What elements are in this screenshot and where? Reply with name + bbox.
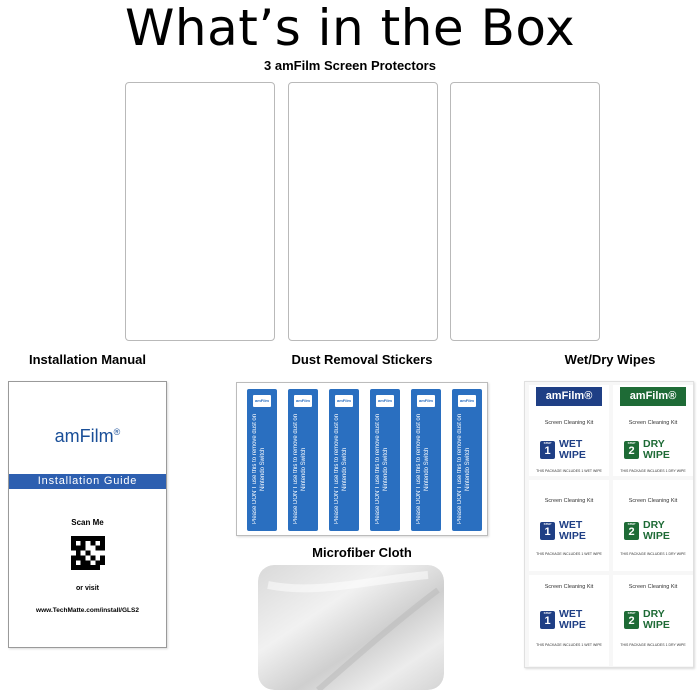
sticker-tab: amFilm bbox=[376, 395, 394, 407]
manual-or-visit: or visit bbox=[76, 585, 99, 592]
wipe-footer: THIS PACKAGE INCLUDES 1 WET WIPE bbox=[536, 469, 602, 473]
wipe-footer: THIS PACKAGE INCLUDES 1 DRY WIPE bbox=[620, 552, 686, 556]
wipe-word-1: WET bbox=[559, 608, 583, 620]
sticker-text: Please DON'T use this to remove dust on … bbox=[375, 413, 389, 525]
caption-dust-removal-stickers: Dust Removal Stickers bbox=[291, 352, 433, 367]
wipe-step-number: 2 bbox=[628, 615, 635, 627]
installation-manual: amFilm® Installation Guide Scan Me or vi… bbox=[8, 381, 167, 648]
wipe-footer: THIS PACKAGE INCLUDES 1 DRY WIPE bbox=[620, 469, 686, 473]
wipe-step-number: 1 bbox=[544, 445, 551, 457]
sticker-tab: amFilm bbox=[294, 395, 312, 407]
wipe-word-1: WET bbox=[559, 438, 583, 450]
wipe-step-label: STEP bbox=[627, 522, 636, 526]
wipe-word-2: WIPE bbox=[643, 449, 670, 461]
wipe-step-label: STEP bbox=[627, 611, 636, 615]
registered-mark: ® bbox=[113, 427, 121, 437]
wipe-kit-label: Screen Cleaning Kit bbox=[628, 498, 678, 504]
wipe-word-2: WIPE bbox=[559, 619, 586, 631]
sticker-tab: amFilm bbox=[458, 395, 476, 407]
sticker-text: Please DON'T use this to remove dust on … bbox=[252, 413, 266, 525]
wipe-step-number: 2 bbox=[628, 526, 635, 538]
wipe-step-number: 1 bbox=[544, 526, 551, 538]
wipe-step-label: STEP bbox=[543, 522, 552, 526]
caption-wet-dry-wipes: Wet/Dry Wipes bbox=[564, 352, 656, 367]
sticker-text: Please DON'T use this to remove dust on … bbox=[293, 413, 307, 525]
caption-microfiber-cloth: Microfiber Cloth bbox=[312, 545, 412, 560]
screen-protector bbox=[288, 82, 438, 341]
microfiber-cloth bbox=[258, 565, 444, 690]
caption-installation-manual: Installation Manual bbox=[28, 352, 146, 367]
wipe-kit-label: Screen Cleaning Kit bbox=[544, 420, 594, 426]
manual-scan-text: Scan Me bbox=[71, 518, 104, 527]
screen-protector bbox=[450, 82, 600, 341]
wipe-step-label: STEP bbox=[627, 441, 636, 445]
sticker-tab: amFilm bbox=[417, 395, 435, 407]
wipe-step-number: 2 bbox=[628, 445, 635, 457]
wipe-word-1: DRY bbox=[643, 608, 665, 620]
wipe-kit-label: Screen Cleaning Kit bbox=[544, 498, 594, 504]
wipe-word-1: WET bbox=[559, 519, 583, 531]
wipe-footer: THIS PACKAGE INCLUDES 1 WET WIPE bbox=[536, 643, 602, 647]
manual-guide-band: Installation Guide bbox=[9, 474, 166, 489]
wipe-word-1: DRY bbox=[643, 438, 665, 450]
sticker-tab: amFilm bbox=[253, 395, 271, 407]
sticker-text: Please DON'T use this to remove dust on … bbox=[334, 413, 348, 525]
wipe-word-2: WIPE bbox=[643, 530, 670, 542]
manual-brand: amFilm® bbox=[9, 426, 166, 447]
screen-protector bbox=[125, 82, 275, 341]
wipe-kit-label: Screen Cleaning Kit bbox=[628, 584, 678, 590]
wipe-brand-header: amFilm® bbox=[536, 387, 602, 406]
qr-code-icon bbox=[71, 536, 105, 570]
wipe-footer: THIS PACKAGE INCLUDES 1 WET WIPE bbox=[536, 552, 602, 556]
wipe-step-number: 1 bbox=[544, 615, 551, 627]
page-title: What’s in the Box bbox=[124, 0, 576, 57]
wipe-step-label: STEP bbox=[543, 441, 552, 445]
wipe-word-2: WIPE bbox=[559, 449, 586, 461]
wipe-word-1: DRY bbox=[643, 519, 665, 531]
caption-screen-protectors: 3 amFilm Screen Protectors bbox=[264, 58, 436, 73]
manual-brand-name: amFilm bbox=[54, 426, 114, 446]
manual-url: www.TechMatte.com/install/GLS2 bbox=[36, 607, 139, 614]
wipe-word-2: WIPE bbox=[559, 530, 586, 542]
wipe-word-2: WIPE bbox=[643, 619, 670, 631]
wipe-step-label: STEP bbox=[543, 611, 552, 615]
wipe-brand-header: amFilm® bbox=[620, 387, 686, 406]
wipe-footer: THIS PACKAGE INCLUDES 1 DRY WIPE bbox=[620, 643, 686, 647]
sticker-text: Please DON'T use this to remove dust on … bbox=[416, 413, 430, 525]
wipe-kit-label: Screen Cleaning Kit bbox=[628, 420, 678, 426]
wipe-kit-label: Screen Cleaning Kit bbox=[544, 584, 594, 590]
sticker-text: Please DON'T use this to remove dust on … bbox=[457, 413, 471, 525]
sticker-tab: amFilm bbox=[335, 395, 353, 407]
